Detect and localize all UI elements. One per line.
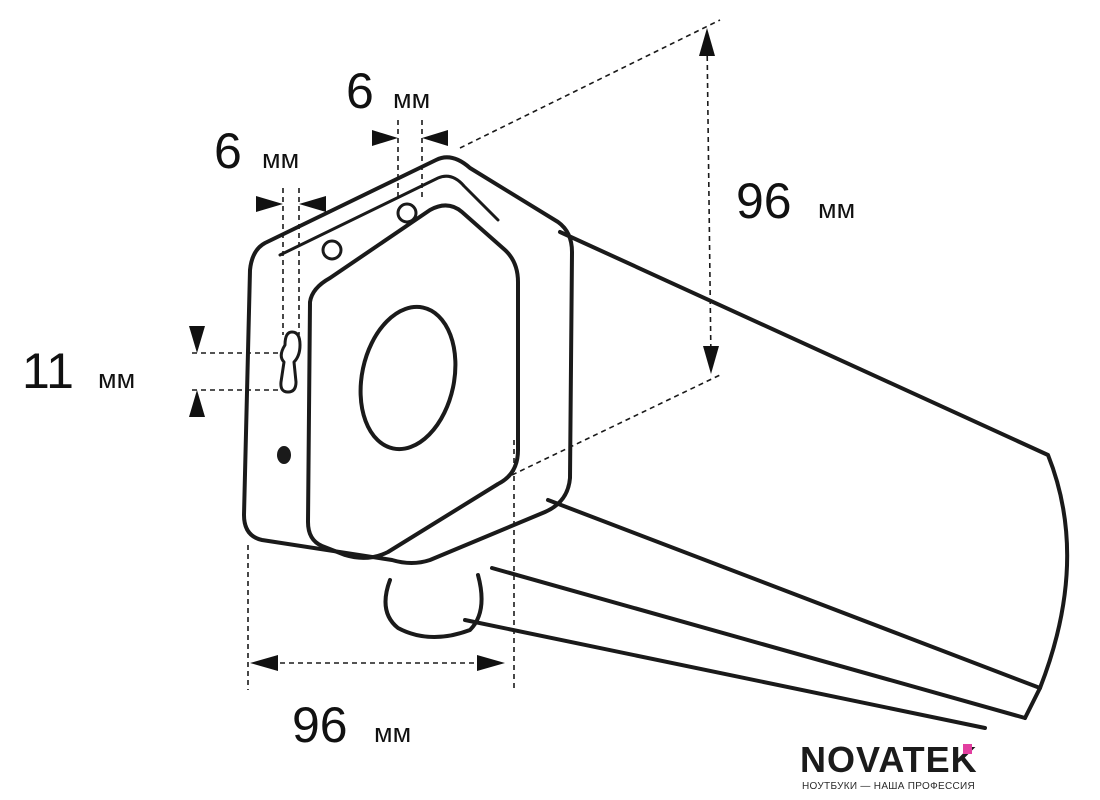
side-offset-value: 6 bbox=[214, 123, 242, 179]
slot-height-value: 11 bbox=[22, 343, 74, 399]
logo-tagline: НОУТБУКИ — НАША ПРОФЕССИЯ bbox=[802, 781, 975, 792]
arrowheads bbox=[189, 28, 719, 671]
dimension-lines bbox=[192, 19, 721, 690]
top-offset-value: 6 bbox=[346, 63, 374, 119]
case-body bbox=[383, 230, 1070, 730]
dimension-label-top-offset: 6 мм bbox=[346, 63, 430, 119]
height-unit: мм bbox=[818, 194, 855, 224]
dimension-label-height: 96 мм bbox=[736, 173, 855, 229]
width-value: 96 bbox=[292, 697, 348, 753]
width-unit: мм bbox=[374, 718, 411, 748]
height-value: 96 bbox=[736, 173, 792, 229]
slot-height-unit: мм bbox=[98, 364, 135, 394]
logo-accent-bar bbox=[963, 744, 972, 754]
dimension-label-side-offset: 6 мм bbox=[214, 123, 299, 179]
dimension-label-width: 96 мм bbox=[292, 697, 411, 753]
end-cap bbox=[242, 155, 574, 565]
novatek-logo: NOVATEK НОУТБУКИ — НАША ПРОФЕССИЯ bbox=[800, 739, 978, 792]
logo-brand-text: NOVATEK bbox=[800, 739, 978, 780]
side-offset-unit: мм bbox=[262, 144, 299, 174]
top-offset-unit: мм bbox=[393, 84, 430, 114]
dimension-label-slot-height: 11 мм bbox=[22, 343, 135, 399]
